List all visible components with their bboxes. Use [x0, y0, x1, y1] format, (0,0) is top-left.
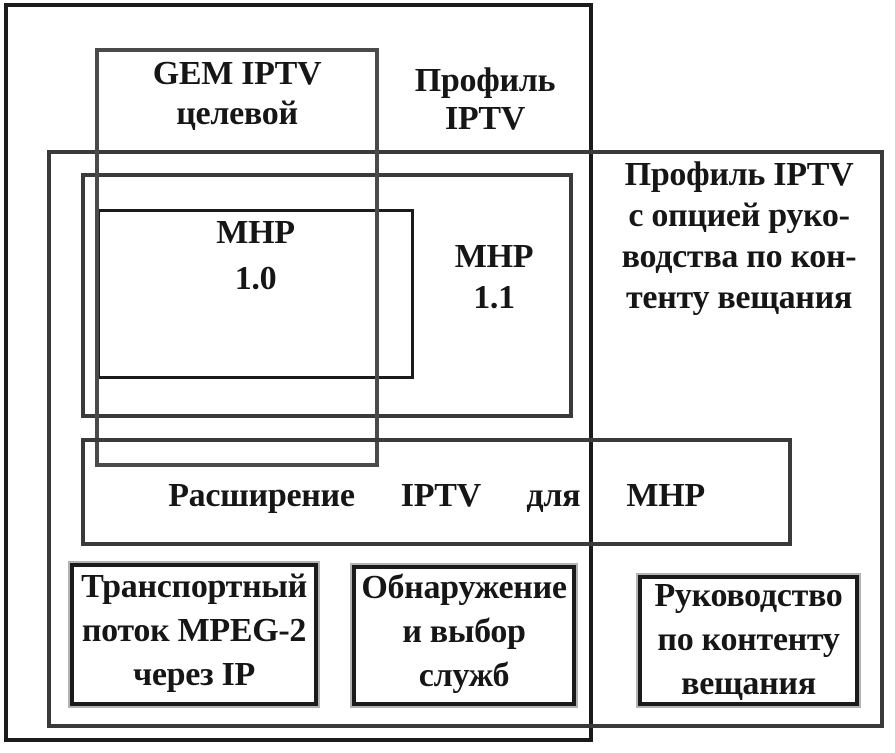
label-line: по контенту	[657, 621, 840, 658]
iptv-extension-for-mhp-label: Расширение IPTV для MHP	[81, 438, 792, 546]
label-line: 1.1	[473, 279, 515, 316]
mhp-1-1-label: MHP 1.1	[414, 236, 574, 318]
label-line: и выбор	[402, 613, 526, 650]
broadcast-content-guide-box	[636, 573, 861, 708]
mpeg2-transport-stream-label: Транспортный поток MPEG-2 через IP	[70, 565, 318, 697]
iptv-extension-for-mhp-box	[81, 438, 792, 546]
label-line: через IP	[132, 656, 256, 693]
broadcast-content-guide-label: Руководство по контенту вещания	[638, 574, 859, 706]
label-line: 1.0	[234, 260, 277, 297]
label-line: GEM IPTV	[152, 55, 322, 92]
label-line: водства по кон-	[621, 238, 857, 275]
label-line: IPTV	[444, 100, 526, 137]
label-line: целевой	[176, 95, 298, 132]
mpeg2-transport-stream-box	[68, 561, 320, 708]
label-line: Транспортный	[81, 568, 307, 605]
gem-iptv-target-label: GEM IPTV целевой	[95, 54, 379, 134]
profile-iptv-label: Профиль IPTV	[379, 62, 591, 138]
mhp-1-0-label: MHP 1.0	[97, 210, 414, 302]
label-line: MHP	[454, 238, 534, 275]
profile-iptv-with-guide-label: Профиль IPTV с опцией руко- водства по к…	[598, 154, 880, 318]
label-line: с опцией руко-	[628, 197, 850, 234]
service-discovery-label: Обнаружение и выбор служб	[352, 566, 576, 698]
label-line: Профиль	[414, 62, 556, 99]
label-line: поток MPEG-2	[81, 612, 307, 649]
service-discovery-box	[350, 563, 578, 708]
outer-profile-iptv-box	[4, 3, 593, 742]
label-line: Профиль IPTV	[624, 156, 854, 193]
mhp-1-1-box	[81, 173, 573, 418]
label-line: MHP	[216, 214, 295, 251]
gem-iptv-target-box	[95, 48, 379, 467]
profile-iptv-with-guide-box	[47, 150, 884, 728]
label-line: вещания	[681, 665, 816, 702]
label-line: Обнаружение	[361, 569, 567, 606]
label-line: тенту вещания	[626, 279, 852, 316]
label-line: Руководство	[654, 577, 843, 614]
label-line: Расширение IPTV для MHP	[168, 477, 705, 514]
label-line: служб	[418, 657, 510, 694]
